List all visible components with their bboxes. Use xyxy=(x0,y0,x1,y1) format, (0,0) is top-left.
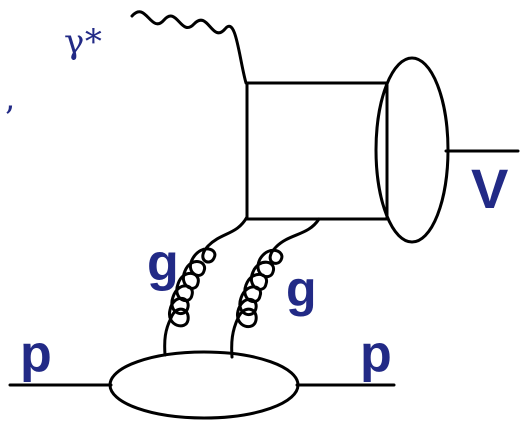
photon-label: γ* xyxy=(64,22,103,62)
quark-box xyxy=(245,81,389,221)
stray-mark: ’ xyxy=(4,99,15,139)
proton-out-label: p xyxy=(360,325,392,383)
gluon-line-left xyxy=(163,215,249,357)
gluon-label-left: g xyxy=(147,234,179,292)
vector-meson-label: V xyxy=(471,157,509,220)
proton-blob xyxy=(108,350,300,420)
photon-line xyxy=(130,10,248,85)
proton-in-label: p xyxy=(20,325,52,383)
gluon-label-right: g xyxy=(286,261,317,317)
gluon-line-right xyxy=(230,217,321,359)
